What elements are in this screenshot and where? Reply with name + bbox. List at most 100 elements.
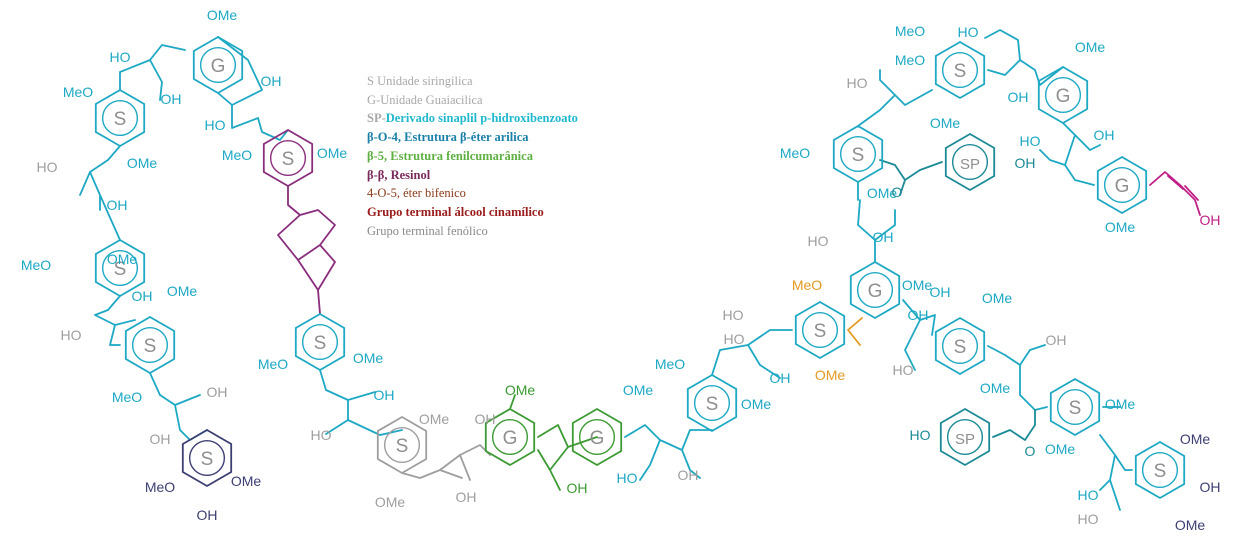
ring-inner-circle <box>188 439 226 477</box>
group-label: HO <box>61 327 82 343</box>
legend-key: S <box>367 74 374 88</box>
group-label: OMe <box>741 396 772 412</box>
legend-key: 4-O-5, <box>367 186 400 201</box>
ring-inner-circle <box>383 426 421 464</box>
group-label: MeO <box>895 23 925 39</box>
aromatic-ring-s: S <box>181 428 233 488</box>
group-label: OMe <box>1045 441 1076 457</box>
ring-inner-circle <box>1044 76 1082 114</box>
ring-hexagon <box>192 35 244 95</box>
bond <box>992 409 1036 441</box>
legend-description: Resinol <box>387 167 431 182</box>
aromatic-ring-s: S <box>124 315 176 375</box>
group-label: HO <box>1020 133 1041 149</box>
ring-unit-label: S <box>282 149 295 170</box>
ring-hexagon <box>794 300 846 360</box>
aromatic-ring-g: G <box>1096 155 1148 215</box>
group-label: OMe <box>623 382 654 398</box>
group-label: OMe <box>902 277 933 293</box>
group-label: OH <box>161 91 182 107</box>
ring-inner-circle <box>199 46 237 84</box>
ring-inner-circle <box>801 311 839 349</box>
group-label: MeO <box>112 389 142 405</box>
ring-unit-label: S <box>144 336 157 357</box>
legend-item: β-O-4, Estrutura β-éter arilica <box>367 128 578 147</box>
legend-description: Derivado sinaplil p-hidroxibenzoato <box>385 111 578 126</box>
legend-description: Grupo terminal fenólico <box>367 223 488 238</box>
aromatic-ring-s: S <box>94 238 146 298</box>
group-label: O <box>892 184 903 200</box>
ring-hexagon <box>571 407 623 467</box>
ring-hexagon <box>934 40 986 100</box>
ring-unit-label: S <box>814 321 827 342</box>
aromatic-ring-s: S <box>686 373 738 433</box>
group-label: OH <box>1008 89 1029 105</box>
group-label: OMe <box>107 251 138 267</box>
group-label: HO <box>205 117 226 133</box>
group-label: OH <box>930 284 951 300</box>
group-label: MeO <box>145 479 175 495</box>
bond <box>79 44 208 441</box>
group-label: OH <box>678 467 699 483</box>
ring-inner-circle <box>578 418 616 456</box>
group-label: HO <box>617 470 638 486</box>
legend-description: Estrutura fenilcumarânica <box>387 148 533 163</box>
ring-inner-circle <box>941 327 979 365</box>
aromatic-ring-g: G <box>849 260 901 320</box>
legend-description: Unidade siringilica <box>373 74 473 88</box>
ring-hexagon <box>376 415 428 475</box>
group-label: HO <box>910 427 931 443</box>
group-label: HO <box>1078 511 1099 527</box>
group-label: HO <box>110 49 131 65</box>
ring-unit-label: S <box>852 145 865 166</box>
group-label: MeO <box>63 84 93 100</box>
group-label: OH <box>1015 155 1036 171</box>
group-label: OMe <box>1180 431 1211 447</box>
ring-unit-label: S <box>201 449 214 470</box>
legend-item: S Unidade siringilica <box>367 72 578 91</box>
ring-inner-circle <box>101 249 139 287</box>
ring-hexagon <box>939 407 991 467</box>
bond <box>1039 122 1101 186</box>
legend-item: SP-Derivado sinaplil p-hidroxibenzoato <box>367 109 578 128</box>
group-label: OMe <box>231 473 262 489</box>
bond-layer <box>79 29 1201 511</box>
group-label: OH <box>197 507 218 523</box>
aromatic-ring-s: S <box>832 124 884 184</box>
aromatic-ring-s: S <box>294 312 346 372</box>
bond <box>1167 175 1199 201</box>
group-label: OMe <box>1105 396 1136 412</box>
group-label: OH <box>1046 332 1067 348</box>
ring-unit-label: S <box>954 337 967 358</box>
aromatic-ring-g: G <box>571 407 623 467</box>
group-label: OMe <box>1075 39 1106 55</box>
aromatic-ring-s: S <box>262 128 314 188</box>
aromatic-ring-s: S <box>934 40 986 100</box>
group-label: MeO <box>655 356 685 372</box>
group-label: OMe <box>980 380 1011 396</box>
group-label: OH <box>1200 212 1221 228</box>
ring-unit-label: S <box>706 394 719 415</box>
group-label: HO <box>1078 487 1099 503</box>
aromatic-ring-s: S <box>794 300 846 360</box>
group-label: OMe <box>167 283 198 299</box>
bond <box>217 36 289 141</box>
ring-unit-label: S <box>1154 461 1167 482</box>
ring-inner-circle <box>101 99 139 137</box>
ring-inner-circle <box>941 51 979 89</box>
group-label: OH <box>475 411 496 427</box>
aromatic-ring-g: G <box>192 35 244 95</box>
ring-unit-label: G <box>503 428 518 449</box>
legend-key: SP- <box>367 111 386 126</box>
group-label: HO <box>724 331 745 347</box>
ring-unit-label: G <box>868 281 883 302</box>
ring-hexagon <box>181 428 233 488</box>
legend-description: Estrutura β-éter arilica <box>401 130 529 145</box>
ring-inner-circle <box>839 135 877 173</box>
ring-unit-label: SP <box>955 431 975 448</box>
bond <box>847 317 863 346</box>
group-label: MeO <box>21 257 51 273</box>
ring-hexagon <box>262 128 314 188</box>
